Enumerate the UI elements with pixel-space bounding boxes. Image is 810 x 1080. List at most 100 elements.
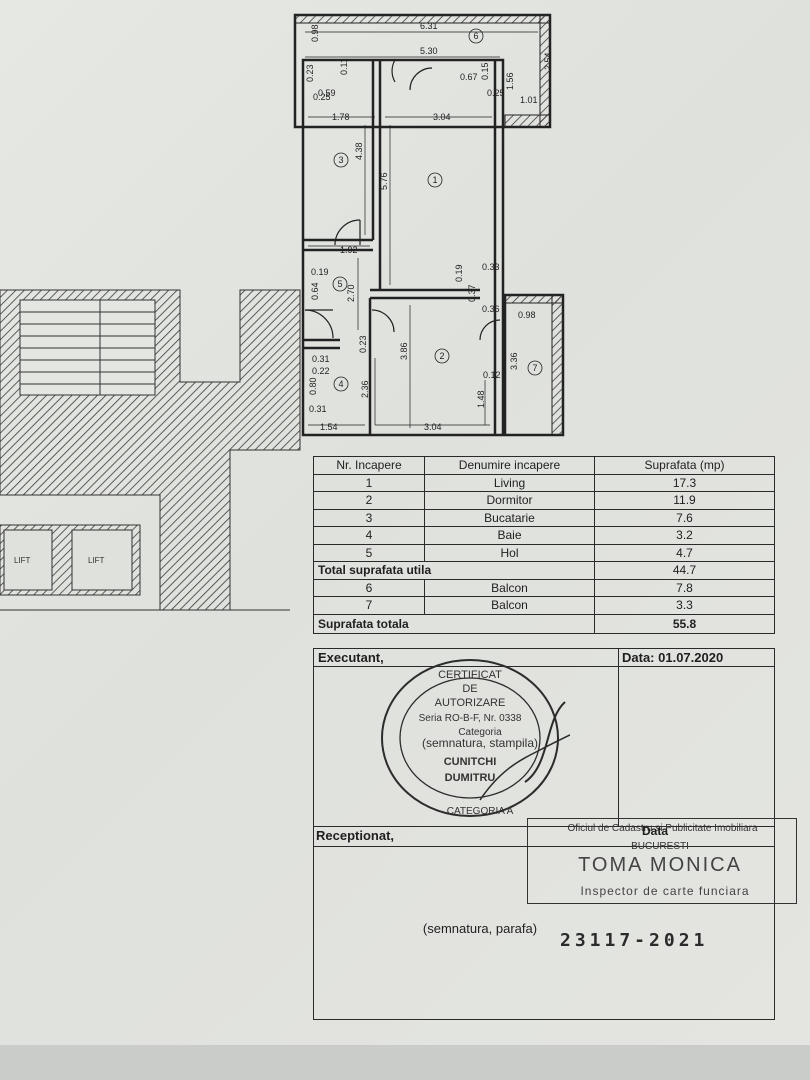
common-area-hatch <box>0 289 301 611</box>
row-name: Balcon <box>425 597 595 614</box>
table-row: 5 Hol 4.7 <box>313 544 775 562</box>
dimension-label: 0.64 <box>310 282 320 300</box>
dimension-label: 0.59 <box>318 88 336 98</box>
dimension-label: 1.48 <box>476 390 486 408</box>
dimension-label: 0.19 <box>311 267 329 277</box>
row-name: Balcon <box>425 579 595 596</box>
dimension-label: 0.36 <box>482 304 500 314</box>
signature-box <box>313 648 775 1020</box>
dimension-label: 0.23 <box>358 335 368 353</box>
row-name: Dormitor <box>425 492 595 509</box>
row-name: Bucatarie <box>425 509 595 526</box>
dimension-label: 0.22 <box>312 366 330 376</box>
row-name: Baie <box>425 527 595 544</box>
row-nr: 7 <box>313 597 425 614</box>
row-area: 4.7 <box>595 544 775 561</box>
dimension-label: 1.78 <box>332 112 350 122</box>
door-swings <box>304 59 501 341</box>
room-number-circle <box>527 360 543 376</box>
dimension-label: 2.36 <box>360 380 370 398</box>
stamp-line: Categoria <box>458 727 502 738</box>
stamp-line: CUNITCHI <box>443 756 497 768</box>
date-label: Data: 01.07.2020 <box>622 650 724 665</box>
dimension-label: 3.86 <box>399 342 409 360</box>
executant-label: Executant, <box>318 650 384 665</box>
authorization-stamp <box>381 659 570 817</box>
document-page <box>0 0 810 1045</box>
dimension-label: 1.56 <box>505 72 515 90</box>
room-number: 1 <box>432 175 437 185</box>
room-number: 5 <box>337 279 342 289</box>
row-nr: 5 <box>313 544 425 561</box>
total-util-label: Total suprafata utila <box>313 562 595 579</box>
room-number: 4 <box>338 379 343 389</box>
office-stamp-role: Inspector de carte funciara <box>580 884 750 898</box>
stamp-line: Seria RO-B-F, Nr. 0338 <box>418 713 522 724</box>
total-util-row: Total suprafata utila 44.7 <box>313 562 775 580</box>
row-nr: 6 <box>313 579 425 596</box>
row-nr: 3 <box>313 509 425 526</box>
lift-label: LIFT <box>14 556 31 565</box>
table-row: 4 Baie 3.2 <box>313 527 775 545</box>
receptionat-label: Receptionat, <box>316 828 395 843</box>
room-number-circle <box>468 28 484 44</box>
total-value: 55.8 <box>595 614 775 633</box>
row-area: 17.3 <box>595 474 775 491</box>
room-number: 7 <box>532 363 537 373</box>
area-table: Nr. Incapere Denumire incapere Suprafata… <box>313 456 775 634</box>
dimension-label: 1.54 <box>320 422 338 432</box>
office-stamp-data: Data <box>641 824 668 838</box>
dimension-label: 5.76 <box>379 172 389 190</box>
dimension-label: 6.31 <box>420 21 438 31</box>
room-number: 2 <box>439 351 444 361</box>
table-header-row: Nr. Incapere Denumire incapere Suprafata… <box>313 456 775 475</box>
divider <box>313 826 775 827</box>
dimension-label: 1.92 <box>340 245 358 255</box>
header-nr: Nr. Incapere <box>313 457 425 474</box>
row-name: Hol <box>425 544 595 561</box>
divider <box>313 846 775 847</box>
receptionat-number: 23117-2021 <box>560 930 709 951</box>
office-stamp <box>527 818 797 904</box>
room-number-circle <box>427 172 443 188</box>
dimension-label: 0.31 <box>312 354 330 364</box>
table-row: 2 Dormitor 11.9 <box>313 492 775 510</box>
total-label: Suprafata totala <box>313 614 595 633</box>
row-name: Living <box>425 474 595 491</box>
dimension-label: 0.12 <box>483 370 501 380</box>
dimension-label: 3.04 <box>424 422 442 432</box>
dimension-label: 0.31 <box>309 404 327 414</box>
dimension-label: 4.38 <box>354 142 364 160</box>
room-number-circle <box>434 348 450 364</box>
dimension-label: 0.80 <box>308 377 318 395</box>
row-nr: 2 <box>313 492 425 509</box>
dimension-label: 3.04 <box>433 112 451 122</box>
stamp-line: CERTIFICAT <box>438 669 502 681</box>
divider <box>618 648 619 826</box>
dimension-label: 0.23 <box>305 64 315 82</box>
row-area: 3.3 <box>595 597 775 614</box>
stamp-line: DUMITRU <box>444 772 496 784</box>
stamp-bottom-text: CATEGORIA A <box>446 806 514 817</box>
row-area: 11.9 <box>595 492 775 509</box>
dimension-label: 3.36 <box>509 352 519 370</box>
header-name: Denumire incapere <box>425 457 595 474</box>
row-area: 7.6 <box>595 509 775 526</box>
row-nr: 4 <box>313 527 425 544</box>
room-number-circle <box>333 152 349 168</box>
dimension-label: 0.67 <box>460 72 478 82</box>
dimension-label: 2.70 <box>346 284 356 302</box>
room-number-circle <box>332 276 348 292</box>
table-row: 6 Balcon 7.8 <box>313 579 775 597</box>
office-stamp-top: Oficiul de Cadastru si Publicitate Imobi… <box>567 823 758 834</box>
office-stamp-city: BUCURESTI <box>631 841 689 852</box>
receptionat-sign-note: (semnatura, parafa) <box>422 921 538 936</box>
dimension-label: 2.54 <box>543 52 553 70</box>
executant-sign-note: (semnatura, stampila) <box>421 736 539 750</box>
table-row: 1 Living 17.3 <box>313 474 775 492</box>
total-util-value: 44.7 <box>595 562 775 579</box>
dimension-label: 0.37 <box>467 284 477 302</box>
